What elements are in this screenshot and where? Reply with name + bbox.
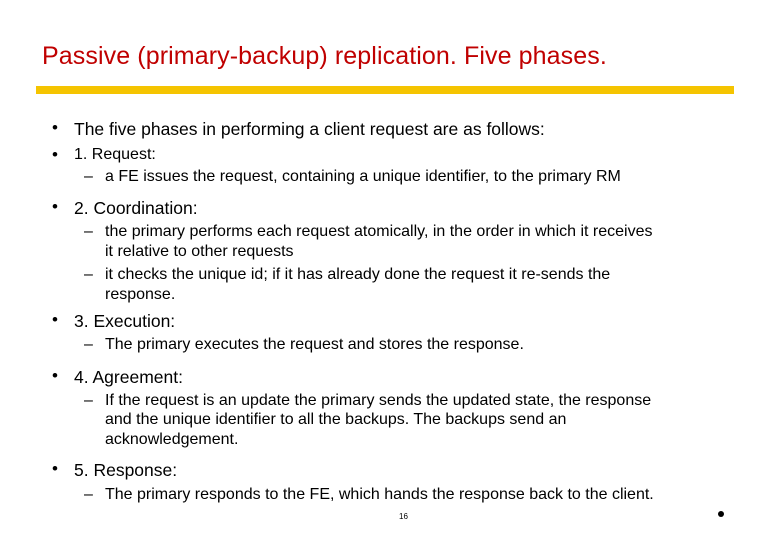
sub-bullet-text: The primary responds to the FE, which ha… (105, 486, 654, 503)
bullet-text: The five phases in performing a client r… (74, 119, 545, 139)
sub-bullet-text: it checks the unique id; if it has alrea… (105, 266, 611, 283)
sub-bullet-text: the primary performs each request atomic… (105, 223, 653, 240)
dash-icon: – (84, 266, 93, 283)
dash-icon: – (84, 486, 93, 503)
bullet-text: 1. Request: (74, 146, 156, 163)
dash-icon: – (84, 392, 93, 409)
bullet-icon: • (52, 145, 58, 164)
sub-bullet-text: a FE issues the request, containing a un… (105, 168, 621, 185)
bullet-icon: • (52, 118, 58, 137)
dash-icon: – (84, 336, 93, 353)
bullet-text: 4. Agreement: (74, 367, 183, 387)
corner-dot-icon (718, 511, 724, 517)
sub-bullet-text: acknowledgement. (105, 431, 239, 448)
bullet-text: 3. Execution: (74, 311, 176, 331)
bullet-text: 2. Coordination: (74, 198, 198, 218)
page-number: 16 (399, 512, 408, 521)
bullet-icon: • (52, 459, 58, 478)
sub-bullet-text: it relative to other requests (105, 243, 294, 260)
slide-title: Passive (primary-backup) replication. Fi… (42, 42, 607, 70)
sub-bullet-text: response. (105, 286, 176, 303)
sub-bullet-text: The primary executes the request and sto… (105, 336, 524, 353)
title-underline (36, 86, 734, 94)
bullet-text: 5. Response: (74, 460, 178, 480)
sub-bullet-text: If the request is an update the primary … (105, 392, 652, 409)
dash-icon: – (84, 223, 93, 240)
sub-bullet-text: and the unique identifier to all the bac… (105, 411, 567, 428)
dash-icon: – (84, 168, 93, 185)
bullet-icon: • (52, 366, 58, 385)
bullet-icon: • (52, 310, 58, 329)
bullet-icon: • (52, 197, 58, 216)
